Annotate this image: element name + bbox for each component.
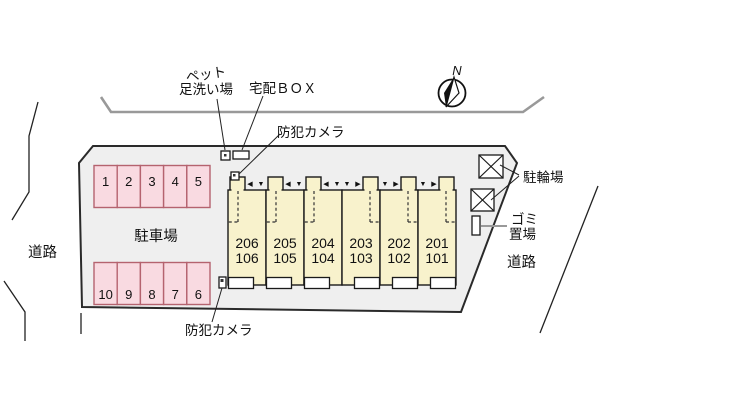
parking-stall: [186, 261, 211, 306]
leader-line-pet-wash: [216, 98, 226, 151]
road-left-label: 道路: [28, 244, 57, 261]
door-arrow-icon: ▶: [431, 181, 437, 188]
unit-bump-join: [269, 188, 282, 192]
stall-number: 6: [195, 287, 202, 302]
unit-number-upper: 203: [349, 235, 373, 251]
door-arrow-icon: ▼: [334, 181, 341, 188]
unit-number-upper: 202: [387, 235, 411, 251]
door-arrow-icon: ◀: [323, 181, 329, 188]
unit-number-lower: 103: [349, 250, 373, 266]
unit-number-upper: 206: [235, 235, 259, 251]
unit-number-lower: 102: [387, 250, 411, 266]
door-arrow-icon: ▼: [344, 181, 351, 188]
door-arrow-icon: ▶: [393, 181, 399, 188]
parking-stall: [186, 164, 211, 209]
road-line-left-lower: [3, 280, 26, 341]
leader-line-bicycle-1: [499, 164, 520, 176]
garbage-label-line1: ゴミ: [511, 211, 538, 227]
door-arrow-icon: ▼: [296, 181, 303, 188]
parking-row-top: 1 2 3 4 5: [93, 164, 211, 209]
unit-porch: [429, 276, 457, 290]
unit-porch: [353, 276, 381, 290]
road-line-right: [539, 185, 599, 334]
camera-mark: [233, 174, 236, 177]
stall-number: 2: [125, 174, 132, 189]
unit-number-lower: 105: [273, 250, 297, 266]
road-line-left-upper: [11, 101, 39, 221]
camera-bottom-label: 防犯カメラ: [185, 323, 253, 338]
road-right-label: 道路: [507, 254, 536, 271]
unit-bump-join: [364, 188, 377, 192]
stall-number: 8: [148, 287, 155, 302]
door-arrow-icon: ▼: [420, 181, 427, 188]
unit-body: [265, 189, 305, 286]
door-arrow-icon: ▶: [355, 181, 361, 188]
unit-body: [417, 189, 457, 286]
unit-number-lower: 106: [235, 250, 259, 266]
leader-line-bicycle-2: [490, 175, 520, 201]
north-label: N: [452, 63, 462, 78]
parking-lot-label: 駐車場: [134, 228, 178, 245]
unit-bump-join: [307, 188, 320, 192]
unit-porch: [303, 276, 331, 290]
leader-line-camera-bottom: [211, 287, 223, 323]
stall-number: 4: [172, 174, 179, 189]
camera-top-label: 防犯カメラ: [277, 125, 345, 140]
security-camera-bottom-icon: [218, 276, 227, 289]
pet-wash-mark: [224, 154, 227, 157]
stall-number: 9: [125, 287, 132, 302]
rack-cross-line: [470, 188, 495, 212]
compass-needle-black: [444, 77, 454, 107]
pet-wash-label-line1: ペット: [185, 64, 227, 84]
bicycle-rack-icon: [470, 188, 495, 212]
unit-porch: [265, 276, 293, 290]
garbage-label-line2: 置場: [509, 227, 536, 242]
unit-porch: [227, 276, 255, 290]
door-arrow-icon: ◀: [285, 181, 291, 188]
unit-bump-join: [231, 188, 244, 192]
delivery-box: [232, 150, 250, 160]
stall-number: 1: [102, 174, 109, 189]
stall-number: 3: [148, 174, 155, 189]
stall-number: 10: [98, 287, 112, 302]
pet-wash-label-line2: 足洗い場: [179, 82, 233, 97]
rack-cross-line: [478, 154, 504, 179]
unit-number-upper: 204: [311, 235, 335, 251]
leader-line-delivery-box: [241, 95, 264, 151]
leader-line-camera-top: [238, 133, 281, 175]
bicycle-rack-icon: [478, 154, 504, 179]
unit-body: [341, 189, 381, 286]
road-line-top: [99, 95, 545, 114]
camera-mark: [220, 279, 224, 282]
unit-bump-join: [440, 188, 453, 192]
stall-number: 5: [195, 174, 202, 189]
unit-number-lower: 101: [425, 250, 449, 266]
unit-number-lower: 104: [311, 250, 335, 266]
garbage-bin: [471, 215, 481, 236]
unit-number-upper: 205: [273, 235, 297, 251]
unit-number-upper: 201: [425, 235, 449, 251]
parking-row-bottom: 10 9 8 7 6: [93, 261, 211, 306]
stall-number: 7: [172, 287, 179, 302]
building: ◀ ▼ 206 106 ◀ ▼ 205 105 ◀ ▼ 204 104 ▼ ▶: [227, 176, 457, 290]
door-arrow-icon: ◀: [247, 181, 253, 188]
delivery-box-label: 宅配ＢＯＸ: [249, 81, 317, 96]
door-arrow-icon: ▼: [258, 181, 265, 188]
unit-porch: [391, 276, 419, 290]
door-arrow-icon: ▼: [382, 181, 389, 188]
unit-body: [379, 189, 419, 286]
bicycle-parking-label: 駐輪場: [523, 169, 564, 185]
compass-icon: N: [437, 63, 467, 108]
unit-bump-join: [402, 188, 415, 192]
